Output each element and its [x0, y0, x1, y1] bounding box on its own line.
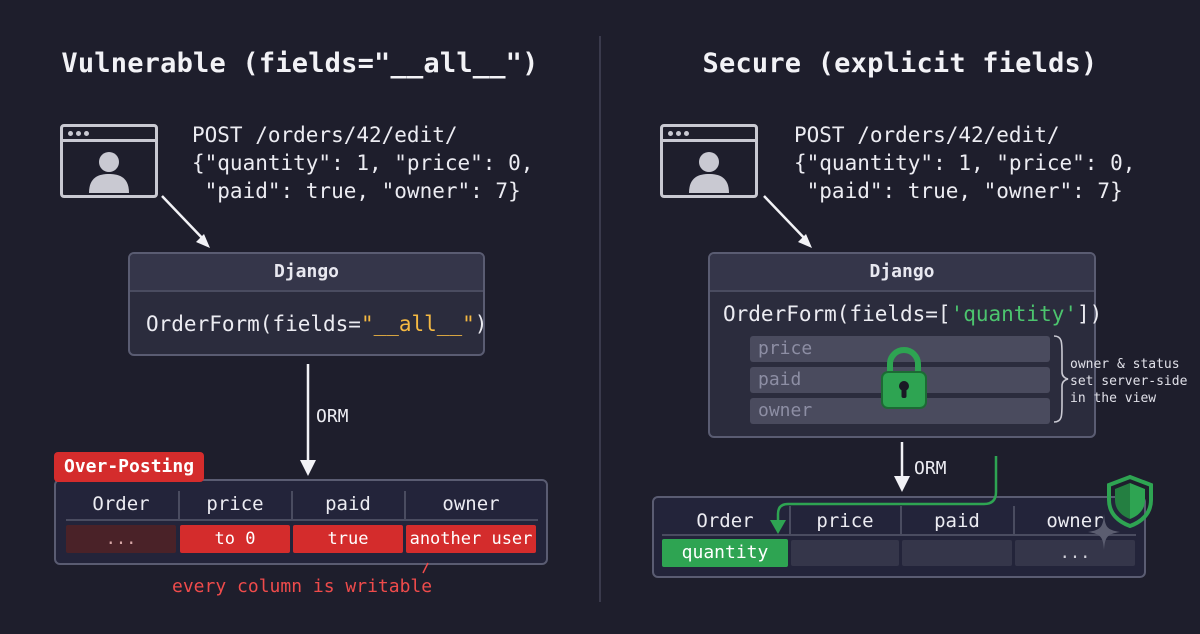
left-header-owner: owner [442, 493, 500, 515]
browser-window-icon [660, 124, 758, 198]
left-title: Vulnerable (fields="__all__") [61, 48, 539, 79]
right-header-price: price [816, 510, 874, 532]
left-orm-label: ORM [316, 406, 349, 427]
left-request-line-3: "paid": true, "owner": 7} [192, 179, 521, 203]
caption-pointer [422, 562, 429, 574]
server-side-note: owner & status set server-side in the vi… [1070, 357, 1188, 406]
left-request-arrow [161, 195, 210, 248]
left-django-label: Django [130, 254, 483, 292]
user-avatar-icon [89, 152, 129, 193]
right-value-price [791, 540, 899, 566]
right-value-quantity: quantity [662, 539, 788, 567]
over-posting-badge: Over-Posting [54, 452, 205, 482]
shield-icon [1107, 474, 1153, 528]
right-orm-label: ORM [914, 458, 947, 479]
right-form-field-quantity: 'quantity' [950, 302, 1078, 326]
sparkle-icon [1088, 514, 1120, 550]
right-form-suffix: ]) [1077, 302, 1103, 326]
user-avatar-icon [689, 152, 729, 193]
right-request-line-1: POST /orders/42/edit/ [794, 123, 1060, 147]
left-caption: every column is writable [172, 576, 433, 597]
right-table-header-row: Order price paid owner [662, 506, 1136, 536]
left-request-line-1: POST /orders/42/edit/ [192, 123, 458, 147]
browser-window-icon [60, 124, 158, 198]
right-value-paid [902, 540, 1012, 566]
left-form-declaration: OrderForm(fields="__all__") [146, 312, 487, 336]
left-form-prefix: OrderForm(fields= [146, 312, 361, 336]
left-value-owner: another user [406, 525, 536, 553]
note-brace [1053, 335, 1069, 423]
left-form-suffix: ) [474, 312, 488, 336]
left-request-line-2: {"quantity": 1, "price": 0, [192, 151, 534, 175]
right-request-line-3: "paid": true, "owner": 7} [794, 179, 1123, 203]
right-form-declaration: OrderForm(fields=['quantity']) [723, 302, 1102, 326]
left-header-price: price [206, 493, 264, 515]
left-value-paid: true [293, 525, 403, 553]
right-value-owner: ... [1015, 540, 1135, 566]
left-value-price: to 0 [180, 525, 290, 553]
left-form-fields-all: "__all__" [360, 312, 475, 336]
right-header-paid: paid [934, 510, 980, 532]
left-table-header-row: Order price paid owner [66, 491, 538, 521]
left-header-order: Order [92, 493, 150, 515]
right-orm-arrow [894, 442, 910, 492]
left-orm-arrow [300, 364, 316, 476]
right-form-prefix: OrderForm(fields=[ [723, 302, 951, 326]
quantity-flow-arrow [770, 456, 998, 534]
left-value-order: ... [66, 525, 176, 553]
panel-divider [599, 36, 601, 602]
right-django-box: Django OrderForm(fields=['quantity']) pr… [708, 252, 1102, 438]
left-django-box: Django OrderForm(fields="__all__") [128, 252, 487, 356]
left-table-value-row: ... to 0 true another user [66, 525, 538, 553]
right-title: Secure (explicit fields) [702, 48, 1098, 79]
right-request-arrow [763, 195, 812, 248]
right-django-label: Django [710, 254, 1094, 292]
padlock-icon [881, 347, 927, 409]
right-request-line-2: {"quantity": 1, "price": 0, [794, 151, 1136, 175]
right-table-value-row: quantity ... [662, 539, 1136, 567]
right-header-order: Order [696, 510, 754, 532]
right-header-owner: owner [1046, 510, 1104, 532]
left-header-paid: paid [325, 493, 371, 515]
